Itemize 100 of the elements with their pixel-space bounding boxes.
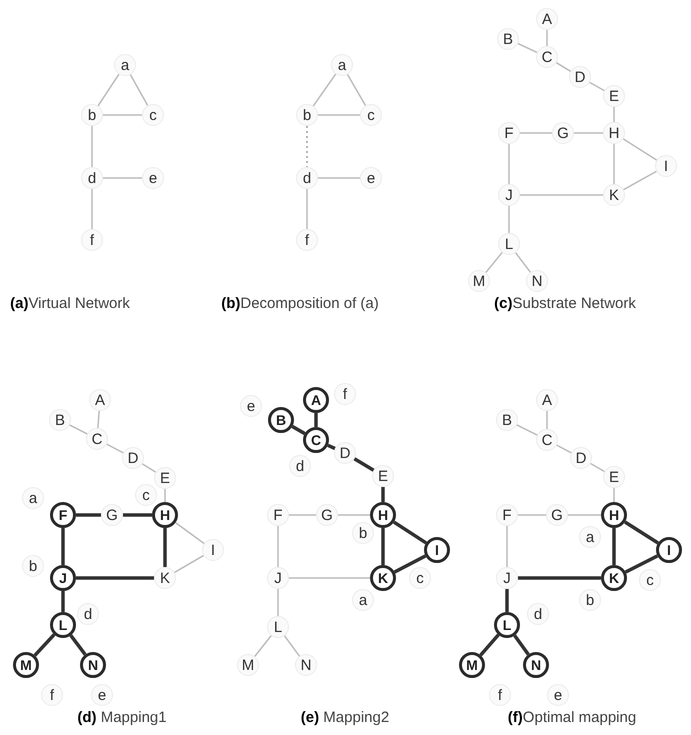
graph-node: E [154, 467, 176, 489]
link-line [76, 513, 101, 517]
graph-node: D [570, 447, 592, 469]
graph-node: c [142, 104, 164, 126]
highlighted-node: N [80, 652, 106, 678]
graph-node: f [334, 383, 356, 405]
link-line [106, 443, 124, 454]
link-line [91, 189, 93, 229]
link-line [289, 577, 370, 579]
highlighted-node: H [370, 502, 396, 528]
link-line [103, 177, 142, 179]
highlighted-node: L [50, 612, 76, 638]
graph-node: B [497, 28, 519, 50]
link-line [277, 589, 279, 616]
link-line [306, 189, 308, 229]
graph-node: f [489, 684, 511, 706]
link-line [623, 170, 657, 190]
link-line [546, 30, 548, 46]
link-line [142, 463, 156, 473]
graph-node: f [81, 229, 103, 251]
panel-caption: (f)Optimal mapping [508, 708, 636, 728]
panel-caption: (c)Substrate Network [494, 294, 636, 314]
graph-node: b [579, 589, 601, 611]
graph-node: H [603, 122, 625, 144]
link-line [518, 514, 546, 516]
graph-node: G [546, 504, 568, 526]
link-line [518, 42, 538, 54]
graph-node: B [496, 409, 518, 431]
highlighted-node: L [494, 612, 520, 638]
highlighted-node: C [303, 427, 329, 453]
graph-node: e [91, 684, 113, 706]
link-line [338, 514, 370, 516]
link-line [61, 528, 65, 565]
graph-node: a [114, 54, 136, 76]
link-line [69, 424, 88, 435]
graph-node: D [569, 66, 591, 88]
dashed-link [306, 126, 308, 167]
link-line [568, 514, 601, 516]
graph-node: K [603, 184, 625, 206]
panel-caption: (a)Virtual Network [10, 294, 130, 314]
link-line [505, 589, 509, 612]
link-line [515, 252, 531, 273]
link-line [327, 444, 336, 450]
link-line [354, 457, 374, 472]
graph-node: I [655, 155, 677, 177]
highlighted-node: K [370, 565, 396, 591]
graph-node: B [49, 409, 71, 431]
link-line [314, 413, 318, 427]
link-line [97, 410, 100, 428]
highlighted-node: M [459, 652, 485, 678]
graph-node: D [122, 447, 144, 469]
highlighted-node: M [13, 652, 39, 678]
highlighted-node: I [424, 537, 450, 563]
link-line [312, 74, 336, 106]
link-line [289, 514, 316, 516]
graph-node: b [296, 104, 318, 126]
graph-node: A [89, 389, 111, 411]
graph-node: c [639, 569, 661, 591]
panel-caption: (e) Mapping2 [300, 708, 390, 728]
graph-node: d [296, 167, 318, 189]
link-line [163, 528, 167, 567]
graph-node: d [81, 167, 103, 189]
panel-caption: (b)Decomposition of (a) [221, 294, 379, 314]
graph-node: e [142, 167, 164, 189]
highlighted-node: F [50, 502, 76, 528]
graph-node: F [496, 504, 518, 526]
graph-node: C [86, 428, 108, 450]
graph-node: d [527, 603, 549, 625]
graph-node: A [536, 8, 558, 30]
graph-node: f [296, 229, 318, 251]
graph-node: d [77, 603, 99, 625]
link-line [76, 576, 154, 580]
graph-node: A [536, 389, 558, 411]
link-line [485, 252, 503, 273]
graph-node: E [603, 85, 625, 107]
highlighted-node: J [50, 565, 76, 591]
link-line [612, 528, 616, 565]
link-line [556, 62, 571, 72]
link-line [508, 144, 510, 184]
link-line [346, 74, 366, 106]
link-line [277, 526, 279, 567]
link-line [91, 126, 93, 167]
graph-node: M [237, 654, 259, 676]
link-line [613, 107, 615, 122]
graph-node: a [22, 487, 44, 509]
link-line [518, 576, 601, 580]
graph-node: N [295, 654, 317, 676]
graph-node: f [41, 684, 63, 706]
graph-node: E [603, 466, 625, 488]
graph-node: E [372, 465, 394, 487]
graph-node: J [498, 184, 520, 206]
graph-node: a [579, 526, 601, 548]
link-line [318, 114, 360, 116]
graph-node: L [267, 616, 289, 638]
graph-node: b [352, 522, 374, 544]
graph-node: e [240, 395, 262, 417]
graph-node: F [267, 504, 289, 526]
graph-node: G [552, 122, 574, 144]
link-line [556, 444, 572, 454]
graph-node: G [101, 504, 123, 526]
